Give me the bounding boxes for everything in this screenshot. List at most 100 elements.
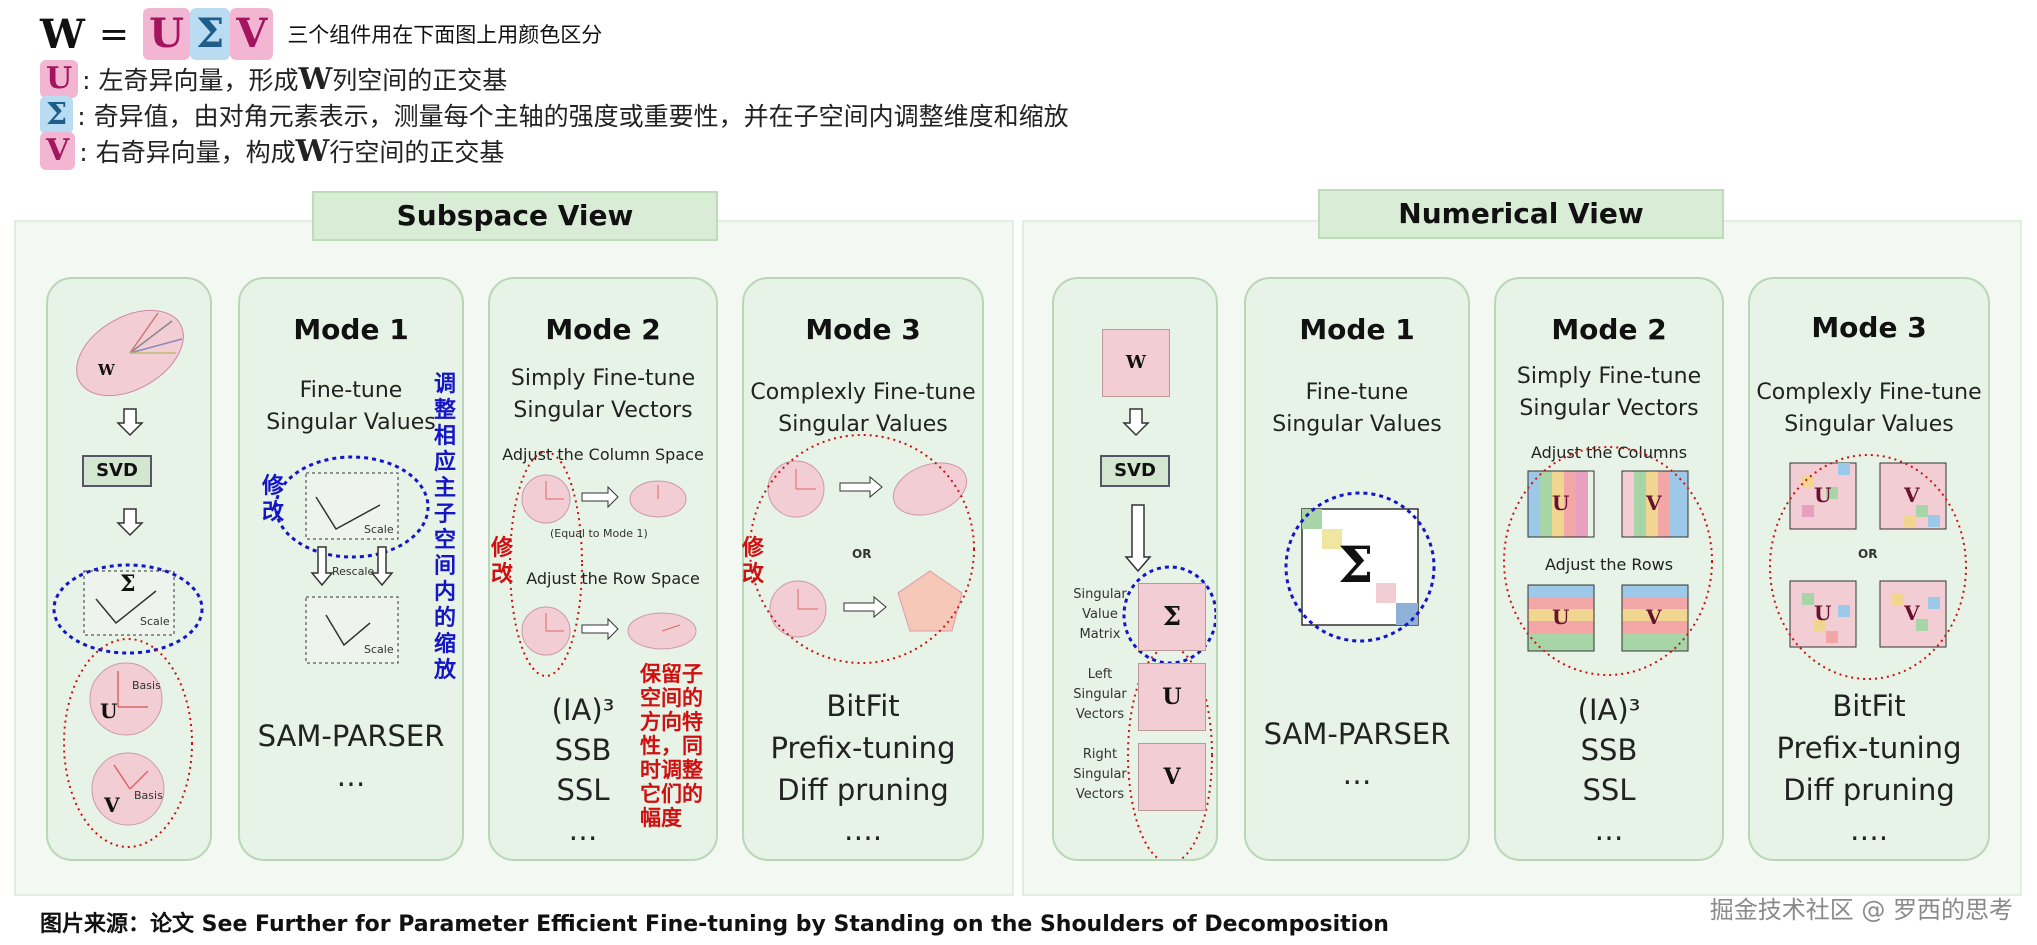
left-vec-line-1: Left xyxy=(1087,667,1113,682)
right-vec-line-1: Right xyxy=(1082,747,1118,762)
rotation-transform-icon xyxy=(749,434,975,664)
source-paper-title: See Further for Parameter Efficient Fine… xyxy=(201,912,1389,937)
column-row-space-icon xyxy=(509,451,697,677)
numerical-mode1-method-1: SAM-PARSER xyxy=(1263,717,1451,751)
sv-matrix-label: Singular Value Matrix xyxy=(1058,585,1142,645)
subspace-mode2-method-1: (IA)³ xyxy=(551,693,615,727)
formula-sigma: Σ xyxy=(189,8,231,60)
numerical-mode3-sub2: Singular Values xyxy=(1784,412,1954,437)
numerical-u-matrix: U xyxy=(1138,663,1206,731)
legend-u: U : 左奇异向量，形成 W 列空间的正交基 xyxy=(40,60,507,98)
subspace-mode2-sub1: Simply Fine-tune xyxy=(510,366,696,391)
formula-v: V xyxy=(230,8,274,60)
subspace-mode2-method-2: SSB xyxy=(554,733,612,767)
subspace-mode1-card: Mode 1 Fine-tune Singular Values Scale R… xyxy=(238,277,464,861)
numerical-mode2-method-3: SSL xyxy=(1582,773,1636,807)
numerical-mode1-sigma: Σ xyxy=(1338,535,1374,594)
formula-u: U xyxy=(143,8,190,60)
adjust-rows-caption: Adjust the Rows xyxy=(1544,555,1674,574)
numerical-mode2-v-cols: V xyxy=(1646,491,1662,515)
svd-label: SVD xyxy=(82,455,152,487)
numerical-mode3-method-3: Diff pruning xyxy=(1783,773,1955,807)
formula: W = U Σ V 三个组件用在下面图上用颜色区分 xyxy=(40,8,602,60)
legend-u-chip: U xyxy=(40,60,79,98)
sv-matrix-line-2: Value xyxy=(1082,607,1118,622)
red-note-line-5: 时调整 xyxy=(640,758,703,782)
subspace-mode2-red-note: 保留子 空间的 方向特 性，同 时调整 它们的 幅度 xyxy=(640,662,716,830)
numerical-mode2-sub1: Simply Fine-tune xyxy=(1516,364,1702,389)
numerical-flow-icon xyxy=(1122,408,1216,859)
formula-eq: = xyxy=(98,13,130,55)
subspace-mode3-or: OR xyxy=(852,547,872,561)
numerical-mode2-u-rows: U xyxy=(1552,605,1570,629)
numerical-title: Numerical View xyxy=(1318,189,1724,239)
source-label: 图片来源：论文 xyxy=(40,912,202,937)
subspace-mode2-card: Mode 2 Simply Fine-tune Singular Vectors… xyxy=(488,277,718,861)
numerical-mode3-method-4: …. xyxy=(1849,813,1889,847)
red-note-line-1: 保留子 xyxy=(640,662,703,686)
u-label: U xyxy=(100,699,118,723)
subspace-mode3-title: Mode 3 xyxy=(805,313,921,346)
diagonal-sigma-icon xyxy=(1284,491,1436,643)
v-label: V xyxy=(104,793,120,817)
red-note-line-6: 它们的 xyxy=(640,782,703,806)
numerical-mode3-card: Mode 3 Complexly Fine-tune Singular Valu… xyxy=(1748,277,1990,861)
watermark: 掘金技术社区 @ 罗西的思考 xyxy=(1709,896,2013,924)
legend-v-chip: V xyxy=(40,132,76,170)
numerical-mode3-u-b: U xyxy=(1814,601,1832,625)
numerical-svd-label: SVD xyxy=(1100,455,1170,487)
left-vec-line-3: Vectors xyxy=(1075,707,1125,722)
striped-matrices-icon xyxy=(1503,446,1713,676)
numerical-mode2-card: Mode 2 Simply Fine-tune Singular Vectors… xyxy=(1494,277,1724,861)
legend-v-text-a: : 右奇异向量，构成 xyxy=(79,138,296,167)
sigma-scale-label: Scale xyxy=(140,615,170,628)
formula-w: W xyxy=(40,10,85,58)
numerical-mode1-method-2: … xyxy=(1342,757,1372,791)
numerical-mode2-method-2: SSB xyxy=(1580,733,1638,767)
subspace-mode3-sub1: Complexly Fine-tune xyxy=(750,380,976,405)
numerical-mode2-u-cols: U xyxy=(1552,491,1570,515)
numerical-v-matrix: V xyxy=(1138,743,1206,811)
right-vec-line-2: Singular xyxy=(1073,767,1127,782)
legend-sigma-text: : 奇异值，由对角元素表示，测量每个主轴的强度或重要性，并在子空间内调整维度和缩… xyxy=(77,102,1069,131)
numerical-mode3-method-2: Prefix-tuning xyxy=(1776,731,1962,765)
subspace-mode1-title: Mode 1 xyxy=(293,313,409,346)
numerical-mode2-sub2: Singular Vectors xyxy=(1519,396,1699,421)
sv-matrix-line-3: Matrix xyxy=(1079,627,1121,642)
subspace-decomposition-card: W SVD Σ Scale Basis U V Basis xyxy=(46,277,212,861)
numerical-mode1-sub2: Singular Values xyxy=(1272,412,1442,437)
legend-u-w: W xyxy=(298,61,333,97)
subspace-mode1-modify: 修改 xyxy=(262,474,285,525)
red-note-line-4: 性，同 xyxy=(640,734,703,758)
rescale-diagram-icon xyxy=(274,455,430,664)
numerical-mode3-method-1: BitFit xyxy=(1832,689,1906,723)
subspace-mode1-sub2: Singular Values xyxy=(266,410,436,435)
red-note-line-7: 幅度 xyxy=(640,806,682,830)
subspace-mode1-method-2: … xyxy=(336,759,366,793)
left-vec-label: Left Singular Vectors xyxy=(1058,665,1142,725)
subspace-mode2-sub2: Singular Vectors xyxy=(513,398,693,423)
subspace-mode2-modify: 修改 xyxy=(491,536,514,587)
row-space-caption: Adjust the Row Space xyxy=(526,569,700,588)
numerical-mode1-card: Mode 1 Fine-tune Singular Values Σ SAM-P… xyxy=(1244,277,1470,861)
right-vec-line-3: Vectors xyxy=(1075,787,1125,802)
subspace-mode2-method-4: … xyxy=(568,813,598,847)
legend-u-text-b: 列空间的正交基 xyxy=(332,66,508,95)
right-vec-label: Right Singular Vectors xyxy=(1058,745,1142,805)
numerical-mode2-title: Mode 2 xyxy=(1551,313,1667,346)
subspace-mode1-method-1: SAM-PARSER xyxy=(257,719,445,753)
numerical-mode3-u-a: U xyxy=(1814,483,1832,507)
formula-note: 三个组件用在下面图上用颜色区分 xyxy=(287,23,603,47)
legend-u-text-a: : 左奇异向量，形成 xyxy=(82,66,299,95)
numerical-w-matrix: W xyxy=(1102,329,1170,397)
mode1-rescale-label: Rescale xyxy=(332,565,375,578)
subspace-mode3-card: Mode 3 Complexly Fine-tune Singular Valu… xyxy=(742,277,984,861)
subspace-mode3-method-3: Diff pruning xyxy=(777,773,949,807)
subspace-mode3-modify: 修改 xyxy=(742,536,765,587)
column-space-caption: Adjust the Column Space xyxy=(502,445,704,464)
numerical-mode2-method-4: … xyxy=(1594,813,1624,847)
numerical-mode3-sub1: Complexly Fine-tune xyxy=(1756,380,1982,405)
equal-to-mode1-label: (Equal to Mode 1) xyxy=(550,527,648,540)
subspace-mode3-method-2: Prefix-tuning xyxy=(770,731,956,765)
red-note-line-3: 方向特 xyxy=(640,710,703,734)
